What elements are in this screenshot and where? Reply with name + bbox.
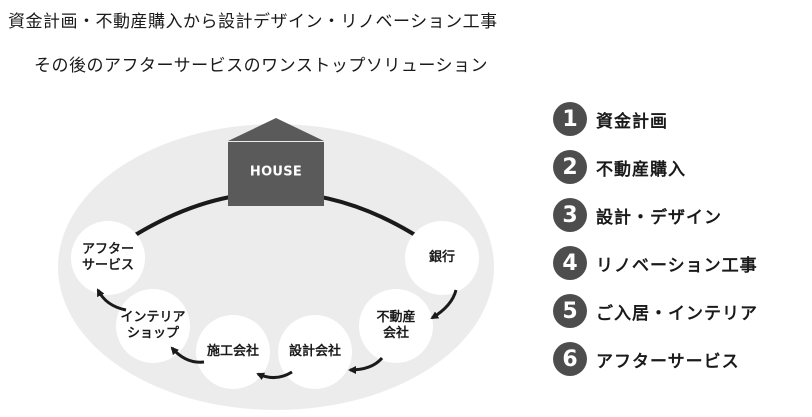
step-number-badge: 5 (553, 294, 587, 328)
step-label: リノベーション工事 (596, 255, 758, 276)
step-number-badge: 3 (553, 198, 587, 232)
flow-arrow-realestate-to-design (348, 356, 384, 374)
step-number-badge: 6 (553, 342, 587, 376)
node-label-aftercare: アフター サービス (81, 242, 135, 273)
step-label: ご入居・インテリア (596, 303, 758, 324)
node-circle-interior (116, 289, 190, 363)
step-item-3: 3 設計・デザイン (553, 198, 808, 232)
node-label-construction: 施工会社 (206, 344, 260, 359)
node-circle-construction (196, 315, 270, 389)
step-label: アフターサービス (596, 351, 740, 372)
node-circle-bank (405, 221, 479, 295)
node-label-interior: インテリア ショップ (120, 310, 186, 341)
node-label-bank: 銀行 (428, 250, 456, 265)
step-item-6: 6 アフターサービス (553, 342, 808, 376)
node-label-realestate: 不動産 会社 (376, 310, 416, 341)
house-icon (228, 118, 324, 206)
step-item-1: 1 資金計画 (553, 102, 808, 136)
step-label: 不動産購入 (596, 159, 686, 180)
node-circle-aftercare (71, 221, 145, 295)
step-number-badge: 4 (553, 246, 587, 280)
heading-line-1: 資金計画・不動産購入から設計デザイン・リノベーション工事 (8, 12, 498, 32)
step-item-5: 5 ご入居・インテリア (553, 294, 808, 328)
node-circle-design (278, 315, 352, 389)
flow-arrow-construction-to-interior (170, 346, 205, 364)
step-item-2: 2 不動産購入 (553, 150, 808, 184)
step-label: 設計・デザイン (596, 207, 722, 228)
step-number-badge: 1 (553, 102, 587, 136)
node-circle-realestate (359, 289, 433, 363)
step-item-4: 4 リノベーション工事 (553, 246, 808, 280)
heading-line-2: その後のアフターサービスのワンストップソリューション (34, 56, 488, 76)
step-list: 1 資金計画 2 不動産購入 3 設計・デザイン 4 リノベーション工事 5 ご… (553, 102, 808, 390)
flow-arrow-design-to-construction (256, 370, 293, 381)
flow-arrow-bank-to-realestate (430, 289, 458, 320)
flow-arrow-interior-to-aftercare (96, 288, 127, 312)
step-number-badge: 2 (553, 150, 587, 184)
node-label-design: 設計会社 (288, 344, 342, 359)
step-label: 資金計画 (596, 111, 668, 132)
house-label: HOUSE (249, 164, 303, 180)
